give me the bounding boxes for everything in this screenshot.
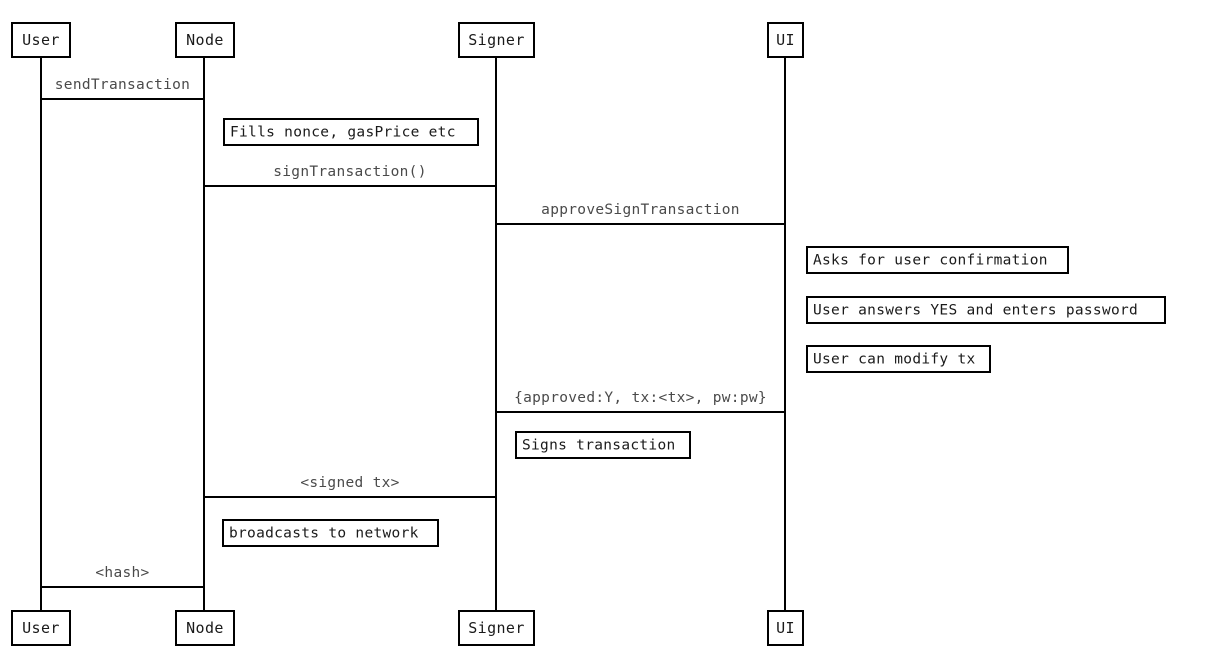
lifeline-signer <box>495 58 497 610</box>
message-line-send-transaction[interactable] <box>40 98 205 100</box>
message-label-approval-result: {approved:Y, tx:<tx>, pw:pw} <box>514 390 767 406</box>
lifeline-user <box>40 58 42 610</box>
message-line-hash[interactable] <box>40 586 205 588</box>
message-line-approve-sign-transaction[interactable] <box>495 223 786 225</box>
note-broadcasts-to-network[interactable]: broadcasts to network <box>222 519 439 547</box>
participant-box-user-bottom[interactable]: User <box>11 610 71 646</box>
note-asks-for-user-confirmation[interactable]: Asks for user confirmation <box>806 246 1069 274</box>
lifeline-ui <box>784 58 786 610</box>
participant-label-ui-top: UI <box>776 31 795 49</box>
note-text-asks-for-user-confirmation: Asks for user confirmation <box>813 252 1048 269</box>
participant-label-node-top: Node <box>186 31 224 49</box>
participant-label-user-bottom: User <box>22 619 60 637</box>
message-label-sign-transaction: signTransaction() <box>273 164 427 180</box>
participant-label-signer-bottom: Signer <box>468 619 525 637</box>
note-text-broadcasts-to-network: broadcasts to network <box>229 525 419 542</box>
lifeline-node <box>203 58 205 610</box>
participant-box-node-bottom[interactable]: Node <box>175 610 235 646</box>
note-signs-transaction[interactable]: Signs transaction <box>515 431 691 459</box>
message-line-sign-transaction[interactable] <box>203 185 497 187</box>
message-label-signed-tx: <signed tx> <box>300 475 400 491</box>
participant-box-ui-bottom[interactable]: UI <box>767 610 804 646</box>
note-text-signs-transaction: Signs transaction <box>522 437 676 454</box>
message-line-approval-result[interactable] <box>495 411 786 413</box>
participant-box-node-top[interactable]: Node <box>175 22 235 58</box>
note-text-user-can-modify-tx: User can modify tx <box>813 351 976 368</box>
note-text-user-answers-yes: User answers YES and enters password <box>813 302 1139 319</box>
note-text-fills-nonce-gasprice: Fills nonce, gasPrice etc <box>230 124 456 141</box>
participant-label-node-bottom: Node <box>186 619 224 637</box>
note-fills-nonce-gasprice[interactable]: Fills nonce, gasPrice etc <box>223 118 479 146</box>
note-user-can-modify-tx[interactable]: User can modify tx <box>806 345 991 373</box>
participant-box-signer-top[interactable]: Signer <box>458 22 535 58</box>
note-user-answers-yes[interactable]: User answers YES and enters password <box>806 296 1166 324</box>
participant-box-signer-bottom[interactable]: Signer <box>458 610 535 646</box>
message-label-send-transaction: sendTransaction <box>54 77 191 93</box>
participant-label-signer-top: Signer <box>468 31 525 49</box>
participant-label-user-top: User <box>22 31 60 49</box>
participant-box-ui-top[interactable]: UI <box>767 22 804 58</box>
participant-box-user-top[interactable]: User <box>11 22 71 58</box>
message-label-hash: <hash> <box>95 565 150 581</box>
message-label-approve-sign-transaction: approveSignTransaction <box>541 202 740 218</box>
participant-label-ui-bottom: UI <box>776 619 795 637</box>
message-line-signed-tx[interactable] <box>203 496 497 498</box>
